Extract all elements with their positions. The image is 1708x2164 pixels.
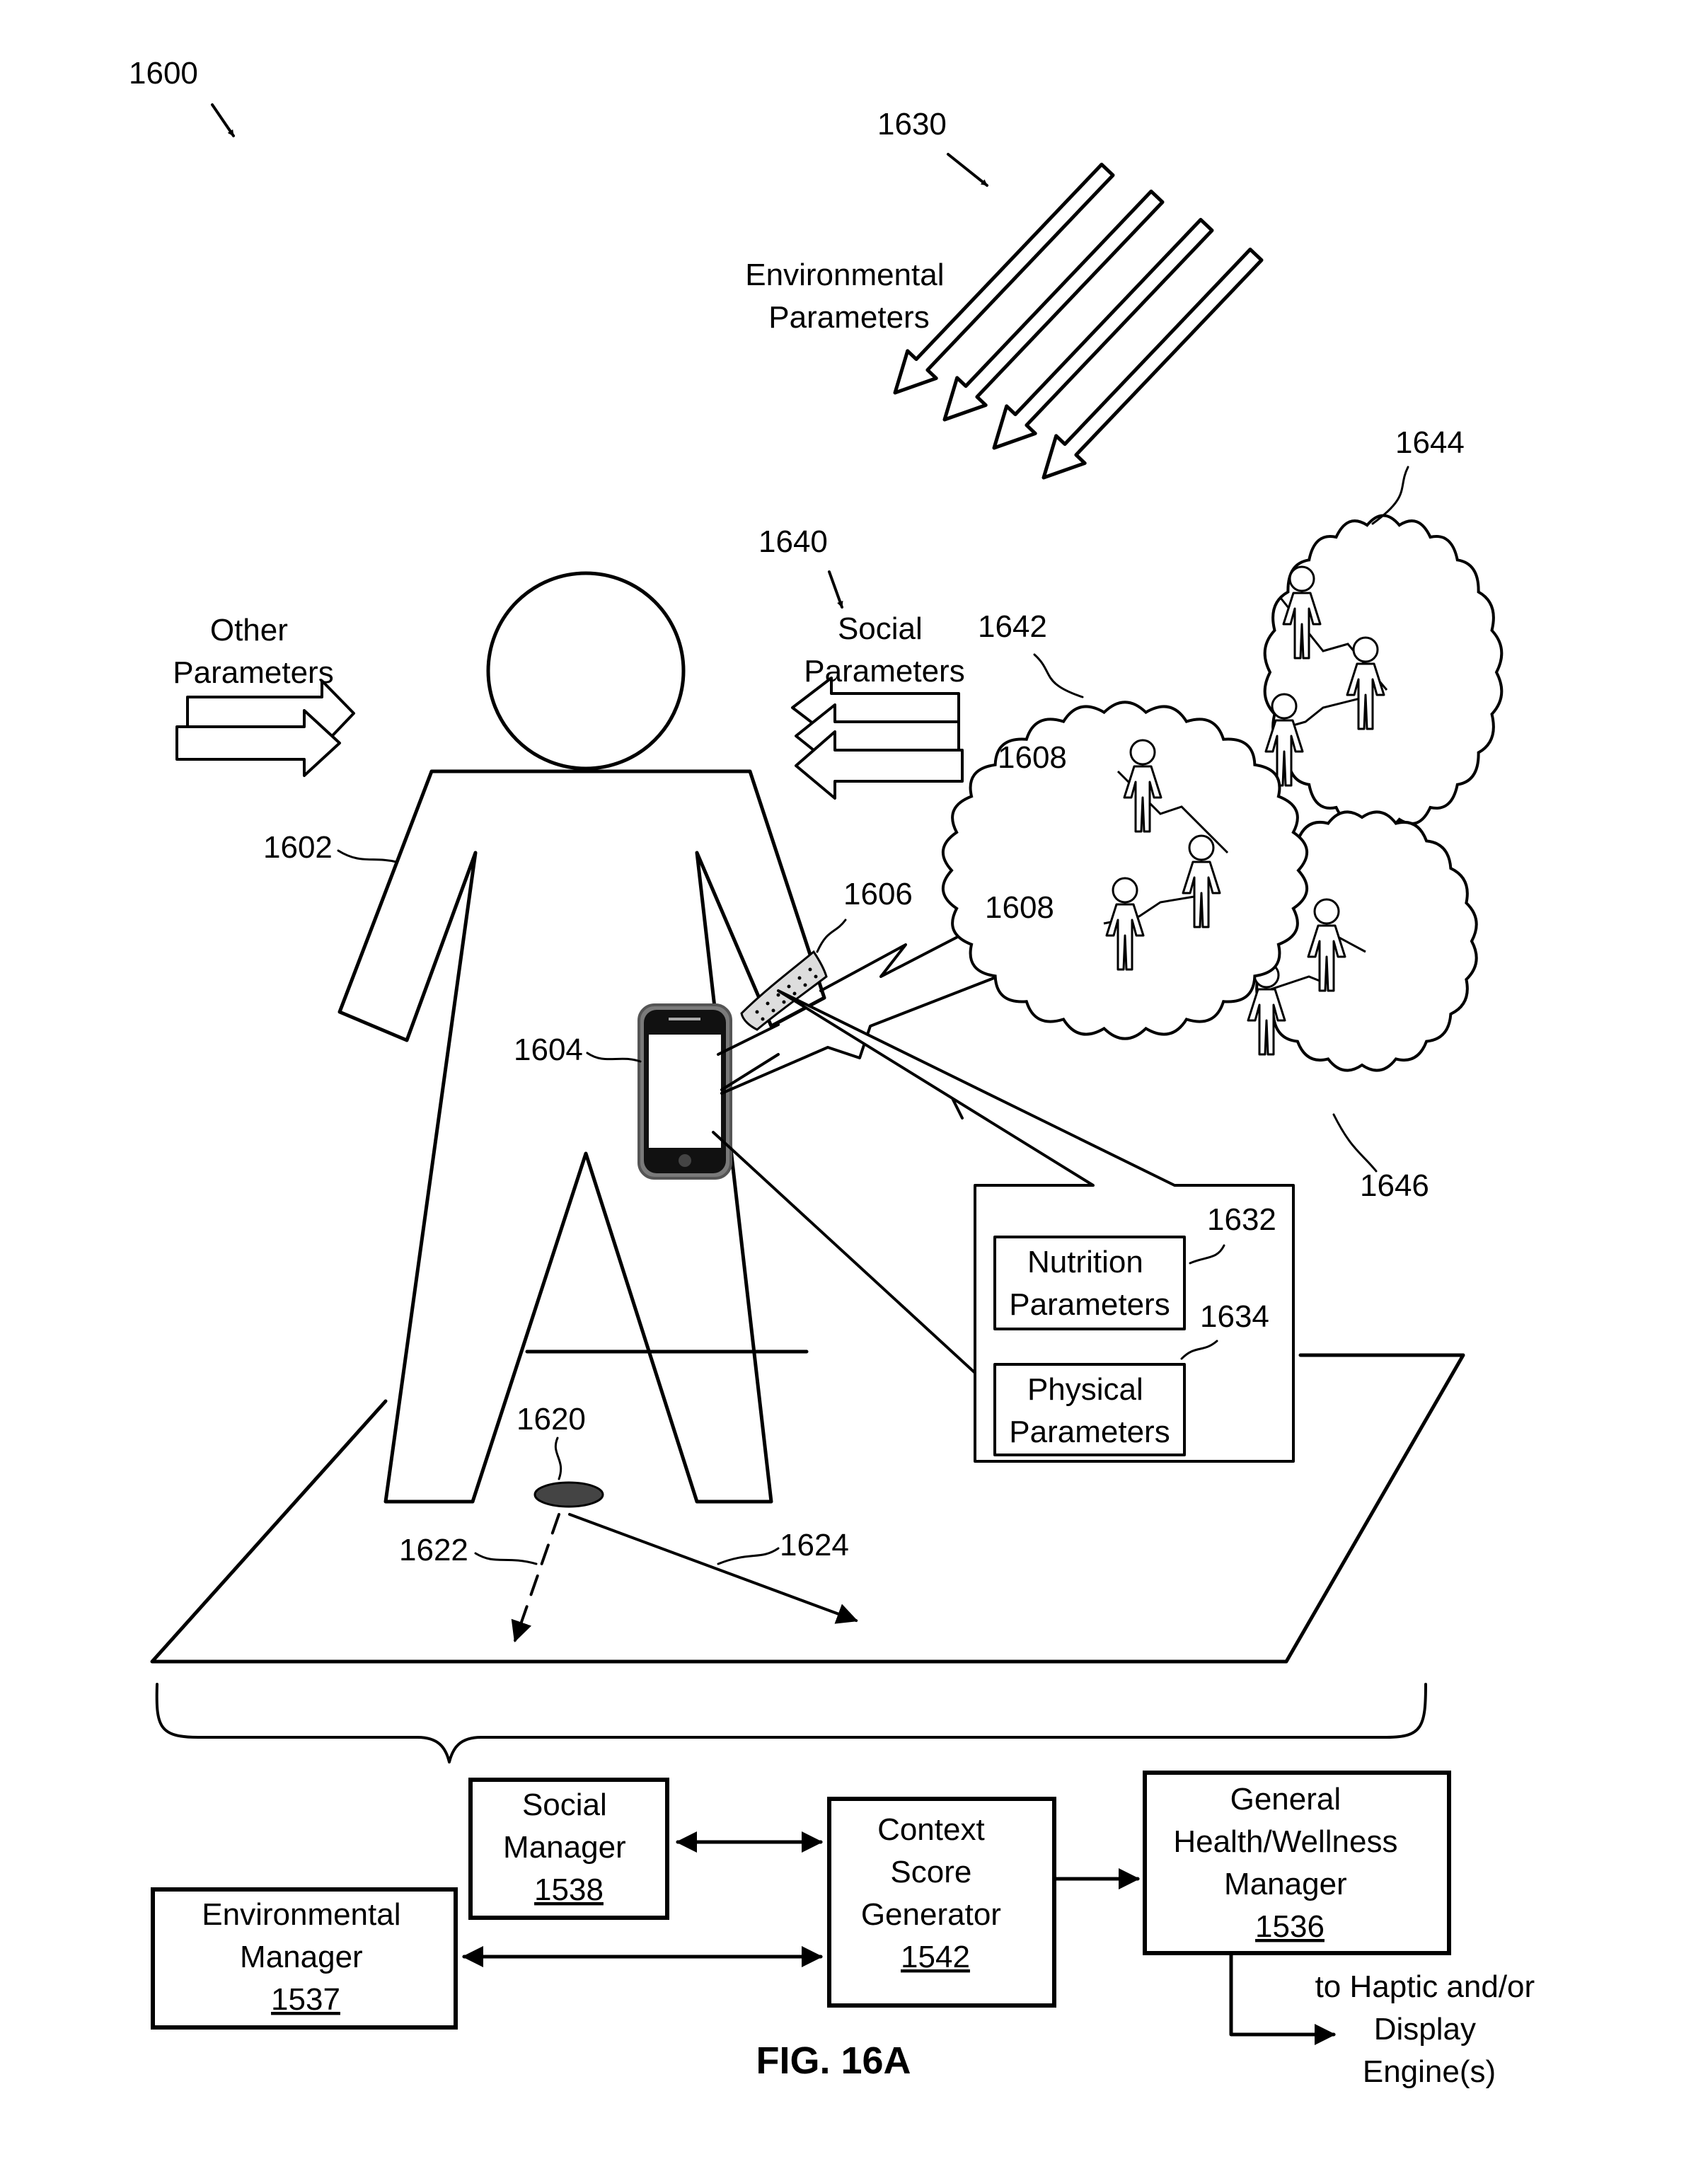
svg-text:1600: 1600 (129, 56, 198, 91)
social-network-cloud-1644 (1265, 515, 1502, 829)
other-parameters-label: Other Parameters (173, 613, 333, 690)
parameters-callout: Nutrition Parameters Physical Parameters (713, 991, 1293, 1461)
ref-1646: 1646 (1334, 1115, 1429, 1203)
ref-1624: 1624 (718, 1528, 849, 1564)
svg-text:1606: 1606 (843, 877, 913, 911)
svg-text:1622: 1622 (399, 1533, 468, 1567)
ref-1608-bottom: 1608 (985, 890, 1054, 925)
svg-text:1642: 1642 (978, 609, 1047, 644)
footprint (535, 1483, 603, 1507)
ref-1608-top: 1608 (998, 740, 1067, 775)
ref-1642: 1642 (978, 609, 1083, 697)
svg-text:1644: 1644 (1395, 425, 1465, 460)
output-text: to Haptic and/or Display Engine(s) (1315, 1969, 1544, 2089)
environmental-arrows (895, 164, 1262, 478)
social-parameters-label: Social Parameters (804, 611, 964, 689)
ref-1630: 1630 (877, 107, 987, 185)
svg-text:1646: 1646 (1360, 1168, 1429, 1203)
ref-1602: 1602 (263, 830, 396, 865)
social-manager-block: Social Manager 1538 (471, 1780, 667, 1918)
ref-1600: 1600 (129, 56, 233, 136)
svg-text:1624: 1624 (780, 1528, 849, 1562)
grouping-brace (157, 1684, 1426, 1762)
svg-text:1602: 1602 (263, 830, 333, 865)
svg-text:1604: 1604 (514, 1032, 583, 1067)
environmental-manager-block: Environmental Manager 1537 (153, 1889, 456, 2027)
ref-1644: 1644 (1373, 425, 1465, 524)
svg-text:1632: 1632 (1207, 1202, 1276, 1237)
environmental-parameters-label: Environmental Parameters (745, 258, 953, 335)
social-parameters-arrows (792, 678, 962, 798)
general-health-wellness-manager-block: General Health/Wellness Manager 1536 (1145, 1773, 1449, 1953)
smartphone (639, 1005, 731, 1178)
svg-text:1640: 1640 (758, 524, 828, 559)
svg-text:1620: 1620 (517, 1402, 586, 1437)
ref-1620: 1620 (517, 1402, 586, 1479)
direction-1622-dashed (515, 1514, 559, 1640)
ref-1604: 1604 (514, 1032, 640, 1067)
other-parameters-arrows (177, 681, 354, 776)
figure-label: FIG. 16A (756, 2039, 911, 2082)
ref-1606: 1606 (817, 877, 913, 952)
ref-1622: 1622 (399, 1533, 536, 1567)
svg-text:1634: 1634 (1200, 1299, 1269, 1334)
cloud-outline (1265, 515, 1502, 829)
ref-1640: 1640 (758, 524, 842, 607)
context-score-generator-block: Context Score Generator 1542 (829, 1799, 1054, 2005)
svg-text:1630: 1630 (877, 107, 947, 142)
